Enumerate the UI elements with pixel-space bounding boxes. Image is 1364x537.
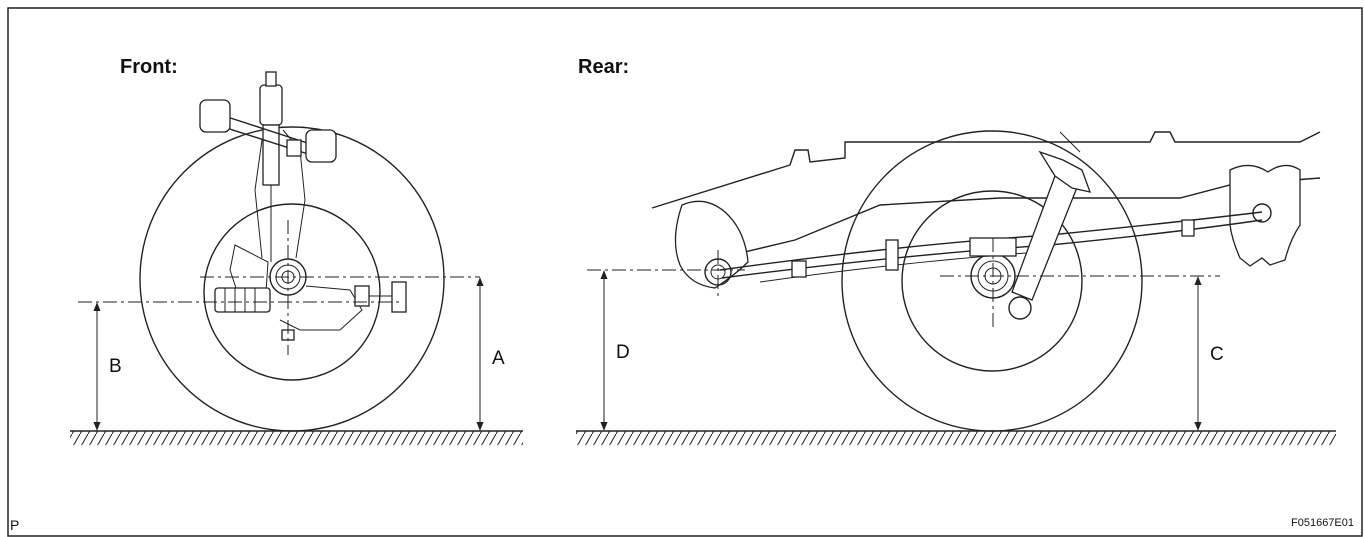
figure-border	[7, 7, 1363, 537]
front-ground	[70, 430, 523, 445]
front-tire	[139, 126, 445, 432]
corner-mark: P	[10, 517, 19, 533]
rear-ground	[576, 430, 1336, 445]
rear-wheel	[901, 190, 1083, 372]
front-title: Front:	[120, 56, 178, 78]
front-wheel	[203, 203, 381, 381]
rear-view: Rear:	[576, 56, 1336, 445]
front-upper-arm	[199, 99, 337, 163]
label-a: A	[492, 348, 505, 369]
rear-tire	[841, 130, 1143, 432]
front-shock-absorber	[254, 71, 306, 262]
front-drive-shaft	[214, 281, 407, 313]
front-view: Front:	[70, 56, 523, 445]
rear-shackle-bracket	[1229, 164, 1301, 267]
label-b: B	[109, 356, 122, 377]
label-d: D	[616, 342, 630, 363]
figure-code: F051667E01	[1291, 517, 1354, 529]
rear-shock-absorber	[1008, 131, 1092, 320]
rear-title: Rear:	[578, 56, 629, 78]
label-c: C	[1210, 344, 1224, 365]
